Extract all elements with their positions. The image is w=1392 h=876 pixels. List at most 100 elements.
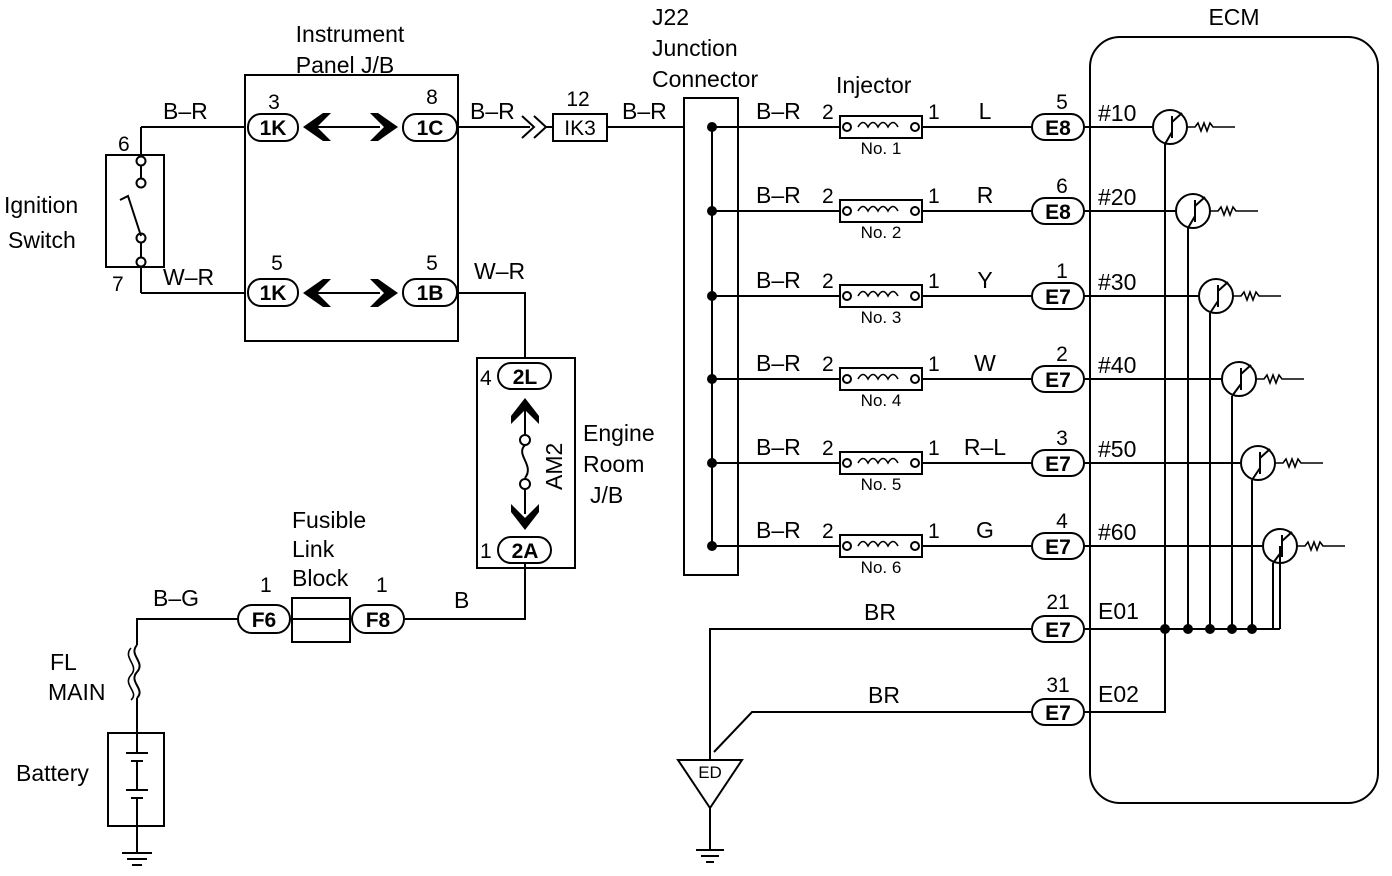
injector-name: No. 4 — [861, 391, 902, 410]
ecm-terminal-label: #10 — [1098, 100, 1136, 126]
wire-label-ign-top: B–R — [163, 98, 208, 124]
injector-pin-out: 1 — [928, 520, 940, 543]
conn-1k-bottom-label: 1K — [260, 282, 287, 305]
instrument-panel-label: Instrument — [296, 21, 405, 47]
engine-room-label-2: Room — [583, 451, 644, 477]
wire-out-label: G — [976, 517, 994, 543]
resistor-icon — [1275, 456, 1323, 470]
injector-pin-in: 2 — [822, 437, 834, 460]
engine-room-label: Engine — [583, 420, 655, 446]
injector-name: No. 5 — [861, 475, 902, 494]
wire-label-fusible-right: B — [454, 587, 469, 613]
junction-label-3: Connector — [652, 66, 758, 92]
wire-label-ik3-out: B–R — [622, 98, 667, 124]
wire-out-label: Y — [977, 267, 992, 293]
conn-2l-label: 2L — [513, 366, 538, 389]
injector-coil-icon — [857, 205, 899, 213]
injector-coil-icon — [857, 540, 899, 548]
conn-2l — [497, 362, 552, 390]
ignition-switch-label-2: Switch — [8, 227, 76, 253]
ecm-conn-label: E7 — [1045, 536, 1071, 559]
fl-main-fuse — [127, 644, 141, 733]
ignition-pin-top: 6 — [118, 133, 130, 156]
ecm-connector — [1031, 615, 1085, 643]
conn-f6-pin: 1 — [260, 574, 272, 597]
conn-1c-pin: 8 — [426, 86, 438, 109]
bus-dot — [1183, 624, 1193, 634]
injector-body — [839, 534, 923, 558]
junction-label: J22 — [652, 4, 689, 30]
ecm-ground-pin: 21 — [1046, 591, 1069, 614]
fusible-link-label-3: Block — [292, 565, 349, 591]
wire-label-ground-e02: BR — [868, 682, 900, 708]
ed-ground-label: ED — [698, 763, 722, 782]
ed-ground — [676, 759, 744, 863]
conn-2a-label: 2A — [512, 540, 539, 563]
ecm-pin: 6 — [1056, 175, 1068, 198]
wire-label-ground-e01: BR — [864, 599, 896, 625]
injector-name: No. 3 — [861, 308, 902, 327]
ignition-switch — [105, 127, 165, 293]
ecm-ground-label: E02 — [1098, 681, 1139, 707]
injector-name: No. 1 — [861, 139, 902, 158]
injector-body — [839, 115, 923, 139]
battery-symbol — [107, 732, 165, 853]
injector-pin-in: 2 — [822, 270, 834, 293]
wire-in-label: B–R — [756, 517, 801, 543]
conn-f8 — [351, 604, 405, 634]
ecm-terminal-label: #60 — [1098, 519, 1136, 545]
wire-label-fusible-left: B–G — [153, 585, 199, 611]
wire-in-label: B–R — [756, 434, 801, 460]
ecm-ground-conn: E7 — [1045, 619, 1071, 642]
conn-ik3 — [552, 113, 608, 142]
ecm-terminal-label: #30 — [1098, 269, 1136, 295]
ecm-pin: 1 — [1056, 260, 1068, 283]
injector-pin-out: 1 — [928, 353, 940, 376]
ecm-terminal-label: #50 — [1098, 436, 1136, 462]
fl-main-label: FL — [50, 649, 77, 675]
wire-label-ip-out-top: B–R — [470, 98, 515, 124]
ip-internal-link-top — [303, 113, 398, 141]
wire-in-label: B–R — [756, 98, 801, 124]
conn-1k-bottom-pin: 5 — [271, 252, 283, 275]
wire-in-label: B–R — [756, 182, 801, 208]
am2-label: AM2 — [541, 443, 567, 490]
injector-title: Injector — [836, 72, 912, 98]
ecm-ground-label: E01 — [1098, 598, 1139, 624]
conn-f8-pin: 1 — [376, 574, 388, 597]
injector-coil-icon — [857, 290, 899, 298]
injector-coil-icon — [857, 373, 899, 381]
bus-dot — [1227, 624, 1237, 634]
resistor-icon — [1233, 289, 1281, 303]
injector-pin-out: 1 — [928, 101, 940, 124]
resistor-icon — [1187, 120, 1235, 134]
transistor-icon — [1240, 445, 1276, 481]
injector-body — [839, 367, 923, 391]
wire-in-label: B–R — [756, 267, 801, 293]
wire-label-ip-out-bottom: W–R — [474, 258, 525, 284]
battery-label: Battery — [16, 760, 89, 786]
ecm-terminal-label: #40 — [1098, 352, 1136, 378]
injector-pin-in: 2 — [822, 520, 834, 543]
injector-pin-in: 2 — [822, 353, 834, 376]
injector-name: No. 6 — [861, 558, 902, 577]
ecm-conn-label: E8 — [1045, 117, 1071, 140]
conn-1k-bottom — [247, 278, 299, 307]
ground-icon — [122, 852, 152, 866]
injector-coil-icon — [857, 121, 899, 129]
ignition-pin-bottom: 7 — [112, 273, 124, 296]
ip-internal-link-bottom — [303, 279, 398, 307]
fusible-link-label-2: Link — [292, 536, 335, 562]
injector-pin-out: 1 — [928, 437, 940, 460]
injector-coil-icon — [857, 457, 899, 465]
injector-name: No. 2 — [861, 223, 902, 242]
transistor-icon — [1175, 193, 1211, 229]
ecm-connector — [1031, 698, 1085, 726]
